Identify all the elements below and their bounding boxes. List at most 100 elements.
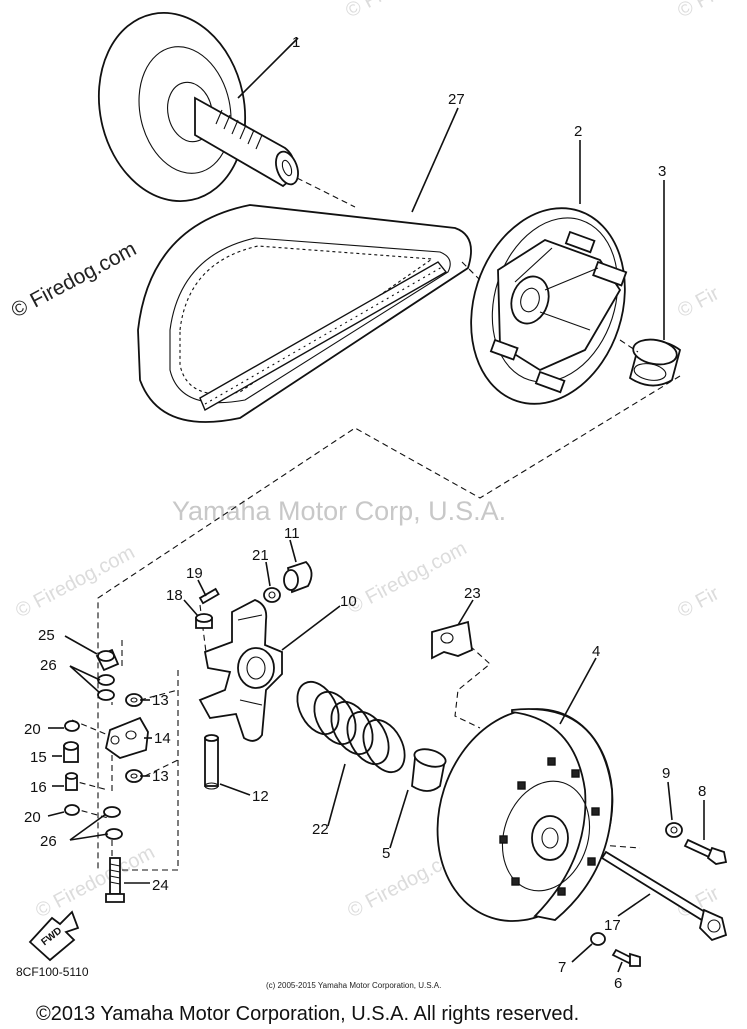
label-7: 7 xyxy=(558,959,566,976)
label-6: 6 xyxy=(614,975,622,992)
watermark-5: © Fir xyxy=(674,282,723,322)
footer-copyright: ©2013 Yamaha Motor Corporation, U.S.A. A… xyxy=(36,1003,579,1025)
leader-9 xyxy=(667,781,673,821)
dash-side xyxy=(69,719,109,819)
dash-17 xyxy=(599,844,641,849)
bushing-part-15 xyxy=(63,741,79,763)
leader-19 xyxy=(197,579,207,597)
label-9: 9 xyxy=(662,765,670,782)
watermark-2: © Firedog.com xyxy=(12,541,138,622)
leader-25 xyxy=(64,635,98,655)
spring-part-22 xyxy=(296,680,406,774)
leader-23 xyxy=(457,599,474,626)
sheave-drum-part-4 xyxy=(436,708,614,922)
label-12: 12 xyxy=(252,788,269,805)
pin-part-19 xyxy=(198,587,220,605)
collar-part-20-lower xyxy=(64,804,80,816)
bolt-part-8 xyxy=(683,838,728,865)
leader-7 xyxy=(571,943,593,963)
washer-part-9 xyxy=(665,822,683,838)
dash-23-4 xyxy=(454,645,491,729)
leader-22 xyxy=(327,763,346,827)
watermark-6: © Firedog.com xyxy=(342,0,468,22)
label-11: 11 xyxy=(284,525,300,542)
bracket-part-23 xyxy=(431,620,473,660)
watermark-8: © Firedog.com xyxy=(32,841,158,922)
label-25: 25 xyxy=(38,627,55,644)
arm-part-10 xyxy=(198,599,283,742)
bushing-part-3 xyxy=(628,338,682,387)
collar-part-18 xyxy=(195,613,213,629)
leader-12 xyxy=(219,783,251,796)
leader-26b xyxy=(69,813,107,841)
label-1: 1 xyxy=(292,34,300,51)
label-20b: 20 xyxy=(24,809,41,826)
drive-belt-part-27 xyxy=(137,204,472,423)
label-15: 15 xyxy=(30,749,47,766)
leader-20b xyxy=(47,811,65,817)
label-3: 3 xyxy=(658,163,666,180)
label-16: 16 xyxy=(30,779,47,796)
leader-18 xyxy=(183,599,199,617)
bolt-part-6 xyxy=(611,948,641,967)
washer-part-7 xyxy=(590,932,606,946)
grommet-part-13-lower xyxy=(125,769,143,783)
cap-part-11 xyxy=(283,560,313,594)
spacer-part-16 xyxy=(65,772,78,791)
label-17: 17 xyxy=(604,917,621,934)
dash-3 xyxy=(619,339,639,353)
grommet-part-13-upper xyxy=(125,693,143,707)
watermark-3: © Firedog.com xyxy=(344,537,470,618)
label-26a: 26 xyxy=(40,657,57,674)
collar-part-20-upper xyxy=(64,720,80,732)
watermark-7: © Fir xyxy=(674,0,723,22)
leader-17 xyxy=(617,893,651,917)
label-4: 4 xyxy=(592,643,600,660)
dash-1 xyxy=(296,177,356,208)
weight-part-14 xyxy=(104,716,149,759)
dash-13 xyxy=(139,689,179,777)
leader-1 xyxy=(237,37,299,99)
label-5: 5 xyxy=(382,845,390,862)
label-13b: 13 xyxy=(152,768,169,785)
label-10: 10 xyxy=(340,593,357,610)
small-copyright: (c) 2005-2015 Yamaha Motor Corporation, … xyxy=(266,981,441,990)
label-22: 22 xyxy=(312,821,329,838)
label-23: 23 xyxy=(464,585,481,602)
leader-4 xyxy=(559,657,597,725)
center-watermark: Yamaha Motor Corp, U.S.A. xyxy=(172,496,506,526)
leader-10 xyxy=(281,605,341,651)
fwd-arrow-icon: FWD xyxy=(28,910,80,962)
label-26b: 26 xyxy=(40,833,57,850)
washer-part-21 xyxy=(263,587,281,603)
bolt-part-24 xyxy=(105,857,125,903)
leader-26a2 xyxy=(69,665,101,694)
routing-dash-mid xyxy=(120,670,179,871)
label-13a: 13 xyxy=(152,692,169,709)
leader-26a xyxy=(69,665,101,681)
leader-6 xyxy=(617,961,623,973)
label-8: 8 xyxy=(698,783,706,800)
label-14: 14 xyxy=(154,730,171,747)
leader-11 xyxy=(289,539,297,563)
leader-5 xyxy=(389,789,409,849)
leader-21 xyxy=(265,561,271,587)
bushing-part-5 xyxy=(411,748,447,792)
label-27: 27 xyxy=(448,91,465,108)
label-19: 19 xyxy=(186,565,203,582)
long-bolt-part-17 xyxy=(600,850,728,942)
sheave-housing-part-2 xyxy=(470,207,628,405)
drawing-code: 8CF100-5110 xyxy=(16,965,89,979)
label-24: 24 xyxy=(152,877,169,894)
leader-27 xyxy=(411,107,459,213)
left-watermark: © Firedog.com xyxy=(8,237,141,322)
label-21: 21 xyxy=(252,547,269,564)
washer-part-26-upper xyxy=(97,674,115,701)
label-18: 18 xyxy=(166,587,183,604)
watermark-4: © Fir xyxy=(674,582,723,622)
label-2: 2 xyxy=(574,123,582,140)
nut-part-25 xyxy=(95,648,120,672)
leader-26b2 xyxy=(69,833,109,841)
pin-part-12 xyxy=(204,734,219,790)
